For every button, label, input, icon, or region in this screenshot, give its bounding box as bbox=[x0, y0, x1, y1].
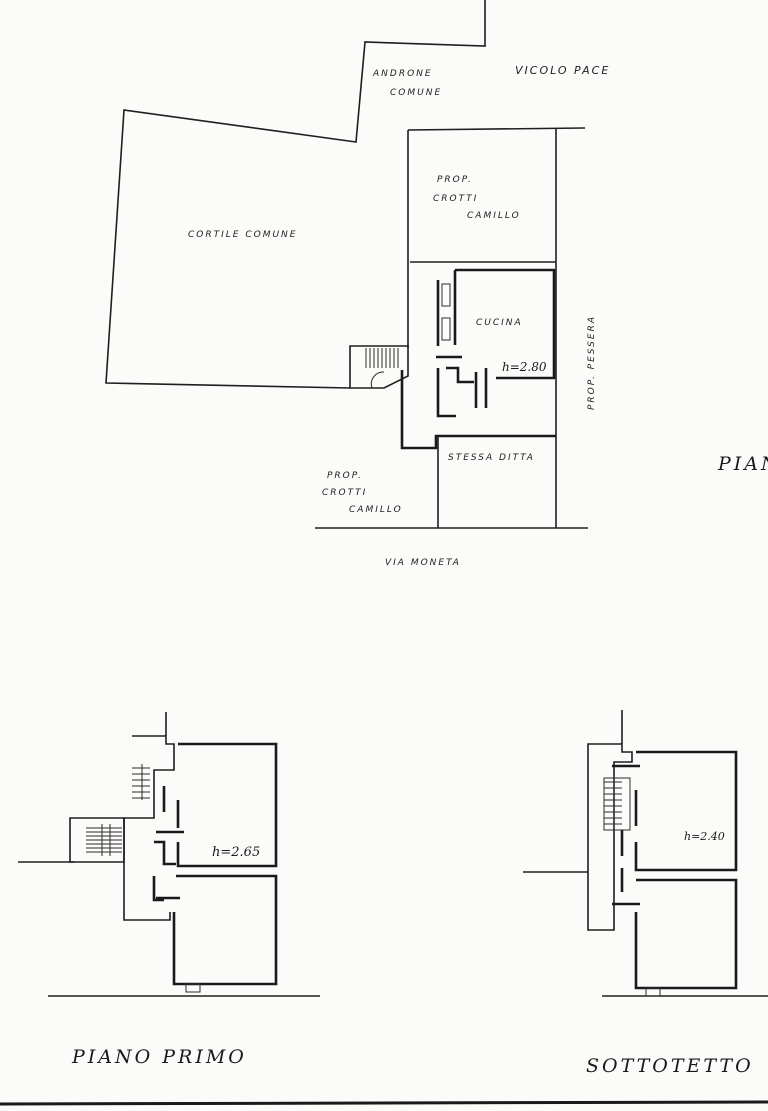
first-floor-wall-b bbox=[154, 840, 176, 866]
cucina-walls bbox=[455, 268, 556, 380]
attic-title: SOTTOTETTO bbox=[586, 1055, 754, 1077]
staircase-outline bbox=[349, 345, 409, 389]
androne-label-2: COMUNE bbox=[390, 88, 442, 98]
first-floor-stair-outline bbox=[69, 817, 125, 863]
prop-bottom-label-3: CAMILLO bbox=[349, 505, 403, 515]
first-floor-room-lower bbox=[172, 874, 278, 986]
prop-bottom-label-2: CROTTI bbox=[322, 488, 367, 498]
attic-plan: h=2.40 SOTTOTETTO bbox=[523, 710, 768, 1077]
attic-height-label: h=2.40 bbox=[684, 830, 725, 843]
lower-wall bbox=[400, 370, 556, 450]
prop-top-label-2: CROTTI bbox=[433, 194, 478, 204]
first-floor-room-upper bbox=[176, 742, 278, 868]
prop-bottom-label-1: PROP. bbox=[327, 471, 363, 481]
window-b bbox=[441, 317, 451, 341]
cortile-outline bbox=[105, 0, 486, 389]
first-floor-service-outline bbox=[123, 735, 175, 921]
vicolo-label: VICOLO PACE bbox=[515, 64, 610, 77]
attic-service-outline bbox=[587, 743, 633, 931]
inner-wall-lower bbox=[436, 368, 456, 418]
vicolo-boundary bbox=[407, 127, 586, 131]
attic-room-lower bbox=[634, 878, 738, 990]
via-label: VIA MONETA bbox=[385, 558, 461, 568]
staircase-steps bbox=[365, 348, 399, 389]
prop-top-label-1: PROP. bbox=[437, 175, 473, 185]
cortile-label: CORTILE COMUNE bbox=[188, 230, 297, 240]
attic-room-upper bbox=[634, 750, 738, 872]
ground-floor-plan: ANDRONE COMUNE VICOLO PACE CORTILE COMUN… bbox=[105, 0, 768, 568]
first-floor-title: PIANO PRIMO bbox=[71, 1046, 247, 1068]
first-floor-stair-steps bbox=[86, 764, 150, 856]
prop-top-label-3: CAMILLO bbox=[467, 211, 521, 221]
attic-stair-steps bbox=[603, 777, 631, 831]
first-floor-height-label: h=2.65 bbox=[212, 845, 260, 860]
prop-right-label: PROP. PESSERA bbox=[587, 315, 597, 410]
first-floor-plan: h=2.65 PIANO PRIMO bbox=[18, 712, 320, 1068]
side-title: PIAN bbox=[717, 453, 768, 475]
stessa-label: STESSA DITTA bbox=[448, 453, 535, 463]
window-a bbox=[441, 283, 451, 307]
cucina-label: CUCINA bbox=[476, 318, 523, 328]
ground-height-label: h=2.80 bbox=[502, 360, 547, 374]
first-floor-wall-c bbox=[152, 876, 164, 902]
androne-label-1: ANDRONE bbox=[372, 69, 433, 79]
first-floor-doorstep bbox=[185, 983, 201, 993]
sheet-bottom-border bbox=[0, 1100, 768, 1106]
door-jamb bbox=[446, 366, 474, 384]
attic-doorstep bbox=[645, 987, 661, 997]
